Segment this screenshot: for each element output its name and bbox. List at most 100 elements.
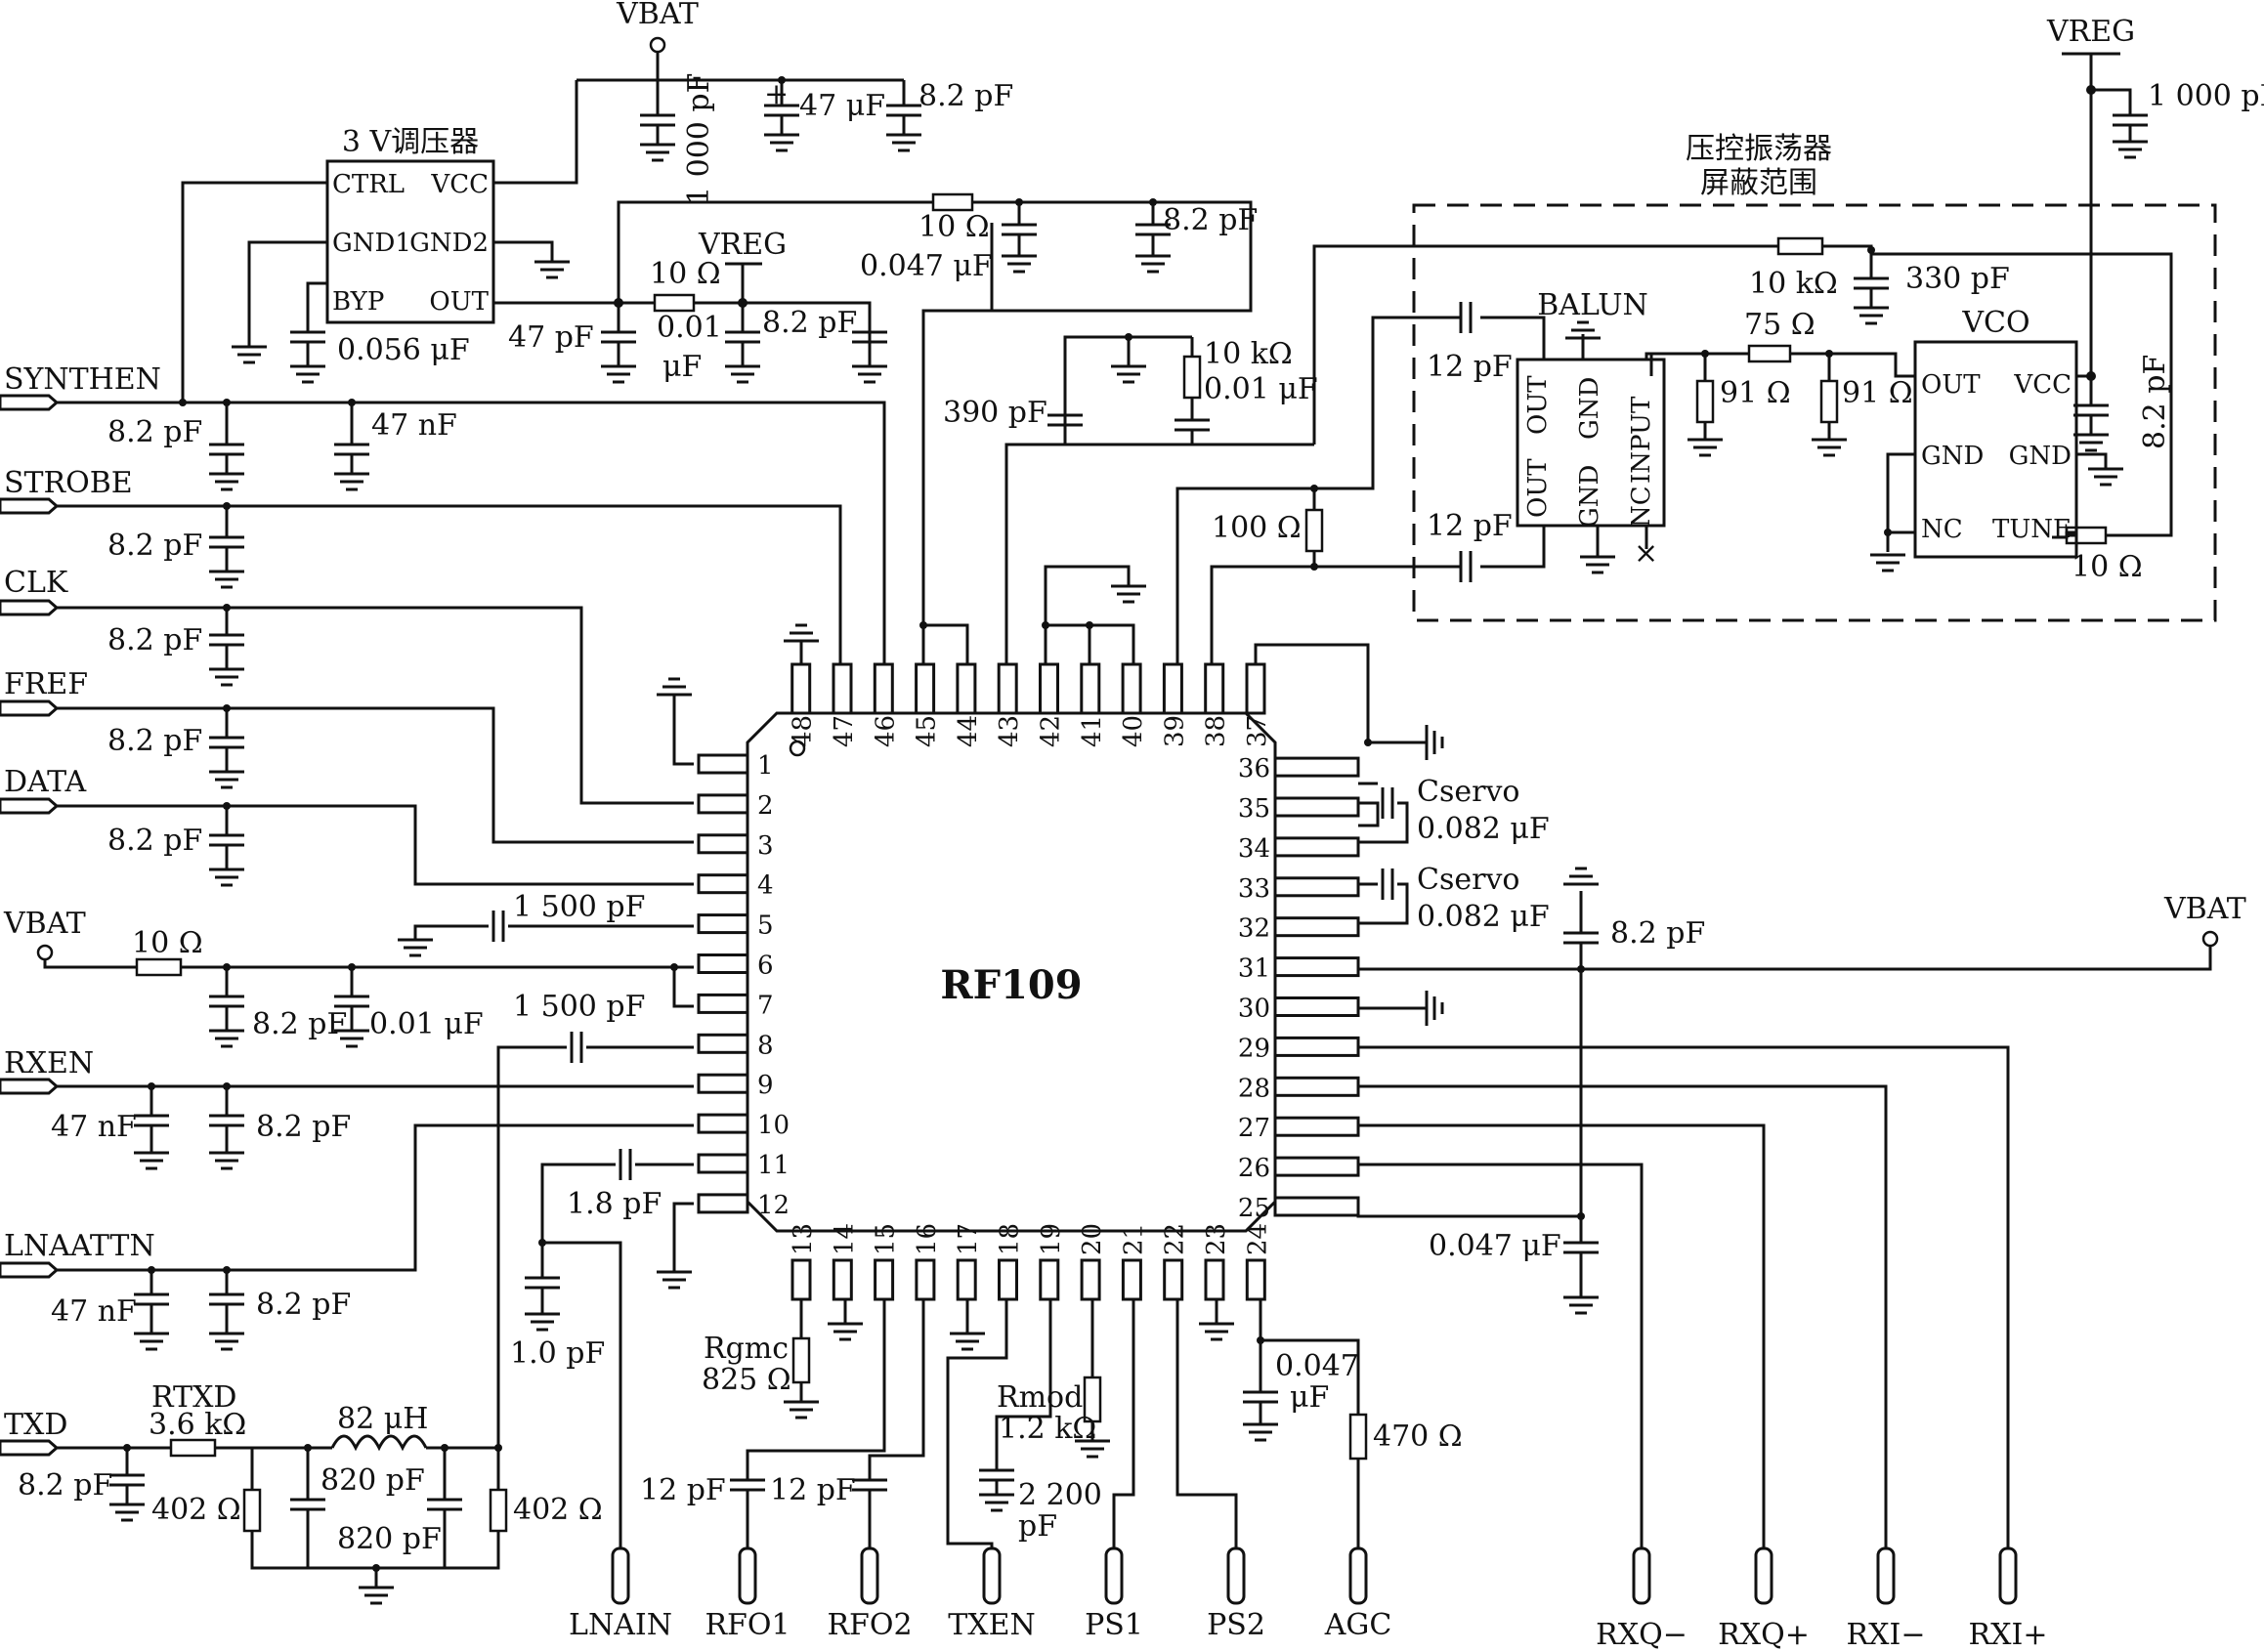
pin-3: [697, 833, 749, 855]
pin-label-38: 38: [1202, 715, 1231, 747]
vco-bias-network: 10 kΩ 330 pF: [1312, 236, 2010, 445]
c-82p-vco-label: 8.2 pF: [2138, 355, 2172, 449]
c-82p-data-label: 8.2 pF: [107, 824, 202, 858]
c-0047u-right-label: 0.047 μF: [1429, 1229, 1561, 1263]
pin-2: [697, 793, 749, 815]
rmod-val-label: 1.2 kΩ: [999, 1412, 1096, 1446]
pin-1: [697, 753, 749, 775]
balun-title: BALUN: [1537, 288, 1648, 322]
c-47u-label: 47 μF: [799, 89, 885, 123]
pin-label-27: 27: [1238, 1114, 1270, 1143]
sig-synthen: SYNTHEN: [4, 362, 161, 397]
pin-29: [1273, 1036, 1360, 1057]
shield-label-2: 屏蔽范围: [1700, 166, 1817, 200]
vbat-top-terminal: [649, 36, 666, 54]
pin-41: [1080, 662, 1101, 715]
pin-label-47: 47: [830, 715, 859, 747]
reg-pin-out: OUT: [429, 287, 489, 317]
pin-label-35: 35: [1238, 794, 1270, 824]
pin-18: [998, 1258, 1018, 1301]
pin-47: [832, 662, 853, 715]
c-1000p-vreg-label: 1 000 pF: [2148, 79, 2264, 113]
pin-27: [1273, 1116, 1360, 1137]
c-001u-out-a-label: 0.01: [657, 311, 722, 345]
pin-16: [915, 1258, 936, 1301]
pin-label-29: 29: [1238, 1034, 1270, 1063]
pin-label-41: 41: [1078, 715, 1107, 747]
vco-shield: 压控振荡器 屏蔽范围: [1412, 132, 2217, 622]
pin-21: [1121, 1258, 1142, 1301]
c-2200p-b-label: pF: [1018, 1509, 1057, 1544]
pin-label-13: 13: [789, 1223, 818, 1255]
c-1500p-5-label: 1 500 pF: [513, 890, 645, 924]
c-82p-synthen-label: 8.2 pF: [107, 415, 202, 449]
port-txen: TXEN: [948, 1608, 1036, 1642]
pin-33: [1273, 876, 1360, 898]
pin-label-9: 9: [757, 1071, 774, 1100]
cservo-b-val-label: 0.082 μF: [1417, 900, 1550, 934]
pin-5: [697, 913, 749, 935]
pin-label-34: 34: [1238, 834, 1270, 864]
c-12p-rfo2-label: 12 pF: [770, 1473, 856, 1507]
c-47n-synthen-label: 47 nF: [371, 408, 457, 443]
c-12p-balun-top-label: 12 pF: [1427, 350, 1513, 384]
pin-label-43: 43: [995, 715, 1024, 747]
c-0047u-24-b-label: μF: [1290, 1380, 1329, 1415]
port-lnain: LNAIN: [569, 1608, 672, 1642]
c-12p-rfo1-label: 12 pF: [640, 1473, 726, 1507]
r-402-a-label: 402 Ω: [151, 1493, 241, 1527]
pin-label-37: 37: [1243, 715, 1272, 747]
c-0047u-mid-label: 0.047 μF: [860, 249, 993, 283]
balun-pin-gnd-a: GND: [1575, 465, 1604, 528]
pin-38: [1204, 662, 1225, 715]
c-18p-label: 1.8 pF: [567, 1187, 662, 1221]
pin-11: [697, 1153, 749, 1174]
c-82p-rxen-label: 8.2 pF: [256, 1110, 351, 1144]
r-100-label: 100 Ω: [1212, 511, 1302, 545]
pin-35: [1273, 796, 1360, 818]
r-10-vbat-label: 10 Ω: [132, 926, 203, 960]
sig-txd: TXD: [4, 1408, 67, 1442]
c-82p-txd-label: 8.2 pF: [18, 1468, 112, 1503]
c-0047u-24-a-label: 0.047: [1275, 1349, 1359, 1383]
pin-label-48: 48: [789, 715, 818, 747]
pin-13: [790, 1258, 812, 1301]
port-rfo1: RFO1: [705, 1608, 790, 1642]
pin-label-15: 15: [872, 1223, 901, 1255]
vco-pin-gnd-a: GND: [1921, 442, 1984, 471]
pin-37: [1245, 662, 1266, 715]
sig-strobe: STROBE: [4, 466, 133, 500]
c-001u-out-b-label: μF: [662, 350, 702, 384]
reg-pin-gnd2: GND2: [409, 229, 489, 258]
sig-data: DATA: [4, 765, 86, 799]
c-82p-top-label: 8.2 pF: [918, 79, 1013, 113]
sig-clk: CLK: [4, 566, 68, 600]
balun-pin-out-b: OUT: [1523, 375, 1553, 435]
vco-pin-nc: NC: [1921, 515, 1963, 544]
pin-15: [874, 1258, 895, 1301]
pin-28: [1273, 1076, 1360, 1097]
port-rxi-plus: RXI+: [1969, 1618, 2048, 1652]
c-2200p-a-label: 2 200: [1018, 1478, 1102, 1512]
c-390p-label: 390 pF: [943, 396, 1047, 430]
sig-rxen: RXEN: [4, 1046, 94, 1080]
pin-label-5: 5: [757, 911, 774, 941]
vbat-top-supply: VBAT 1 000 pF + 47 μF 8.2 pF: [493, 0, 1013, 205]
vreg-mid-label: VREG: [698, 228, 787, 262]
pin-label-2: 2: [757, 791, 774, 821]
pin-label-28: 28: [1238, 1074, 1270, 1103]
balun-pin-input: INPUT: [1627, 396, 1656, 484]
pin-44: [956, 662, 977, 715]
left-signal-network: SYNTHEN 8.2 pF 47 nF STROBE 8.2 pF CLK: [0, 362, 886, 1605]
reg-pin-gnd1: GND1: [332, 229, 411, 258]
r-75-label: 75 Ω: [1744, 308, 1815, 342]
c-82p-lna-label: 8.2 pF: [256, 1288, 351, 1322]
pin-36: [1273, 756, 1360, 778]
regulator-3v: 3 V调压器 CTRL VCC GND1 GND2 BYP OUT 0.056 …: [181, 125, 1258, 402]
c-82p-31-label: 8.2 pF: [1610, 916, 1705, 951]
pin-label-39: 39: [1160, 715, 1189, 747]
